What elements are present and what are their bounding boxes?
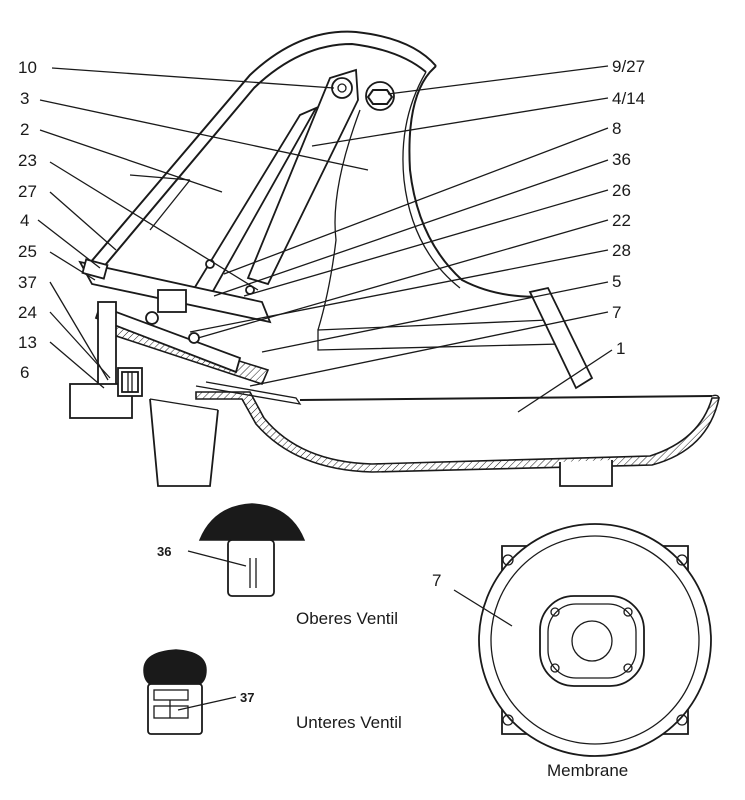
callout-13: 13 [18, 333, 37, 352]
callout-3: 3 [20, 89, 29, 108]
valve-plate-assembly [78, 258, 302, 405]
callout-23: 23 [18, 151, 37, 170]
membrane-caption: Membrane [547, 761, 628, 780]
pivot-pin-10 [331, 77, 353, 99]
lower-valve-caption: Unteres Ventil [296, 713, 402, 732]
callout-4-14: 4/14 [612, 89, 645, 108]
lower-valve-part-no: 37 [240, 690, 254, 705]
callout-37: 37 [18, 273, 37, 292]
upper-valve-part-no: 36 [157, 544, 171, 559]
callout-9-27: 9/27 [612, 57, 645, 76]
bowl-body [149, 391, 720, 487]
callout-5: 5 [612, 272, 621, 291]
callout-36: 36 [612, 150, 631, 169]
callout-24: 24 [18, 303, 37, 322]
callout-7: 7 [612, 303, 621, 322]
callout-27: 27 [18, 182, 37, 201]
inlet-assembly [69, 301, 143, 419]
upper-valve-in-place [157, 289, 187, 313]
leader-lines [37, 65, 613, 413]
upper-valve-cap [198, 503, 306, 541]
callout-28: 28 [612, 241, 631, 260]
lower-valve-detail: 37 Unteres Ventil [143, 649, 402, 735]
upper-valve-detail: 36 Oberes Ventil [157, 503, 398, 628]
callout-6: 6 [20, 363, 29, 382]
callout-22: 22 [612, 211, 631, 230]
upper-valve-stem [227, 539, 275, 597]
callout-2: 2 [20, 120, 29, 139]
callout-8: 8 [612, 119, 621, 138]
right-callouts: 9/27 4/14 8 36 26 22 28 5 7 1 [612, 57, 645, 358]
callout-1: 1 [616, 339, 625, 358]
lower-valve-body [147, 683, 203, 735]
hex-nut-9-27 [365, 81, 395, 111]
callout-10: 10 [18, 58, 37, 77]
callout-4: 4 [20, 211, 29, 230]
pivot-arm [190, 68, 395, 302]
lower-valve-cap [143, 649, 207, 685]
callout-25: 25 [18, 242, 37, 261]
membrane-part-no: 7 [432, 571, 441, 590]
callout-26: 26 [612, 181, 631, 200]
left-callouts: 10 3 2 23 27 4 25 37 24 13 6 [18, 58, 37, 382]
hood-housing [83, 30, 594, 390]
membrane-detail: 7 Membrane [432, 523, 712, 780]
upper-valve-caption: Oberes Ventil [296, 609, 398, 628]
